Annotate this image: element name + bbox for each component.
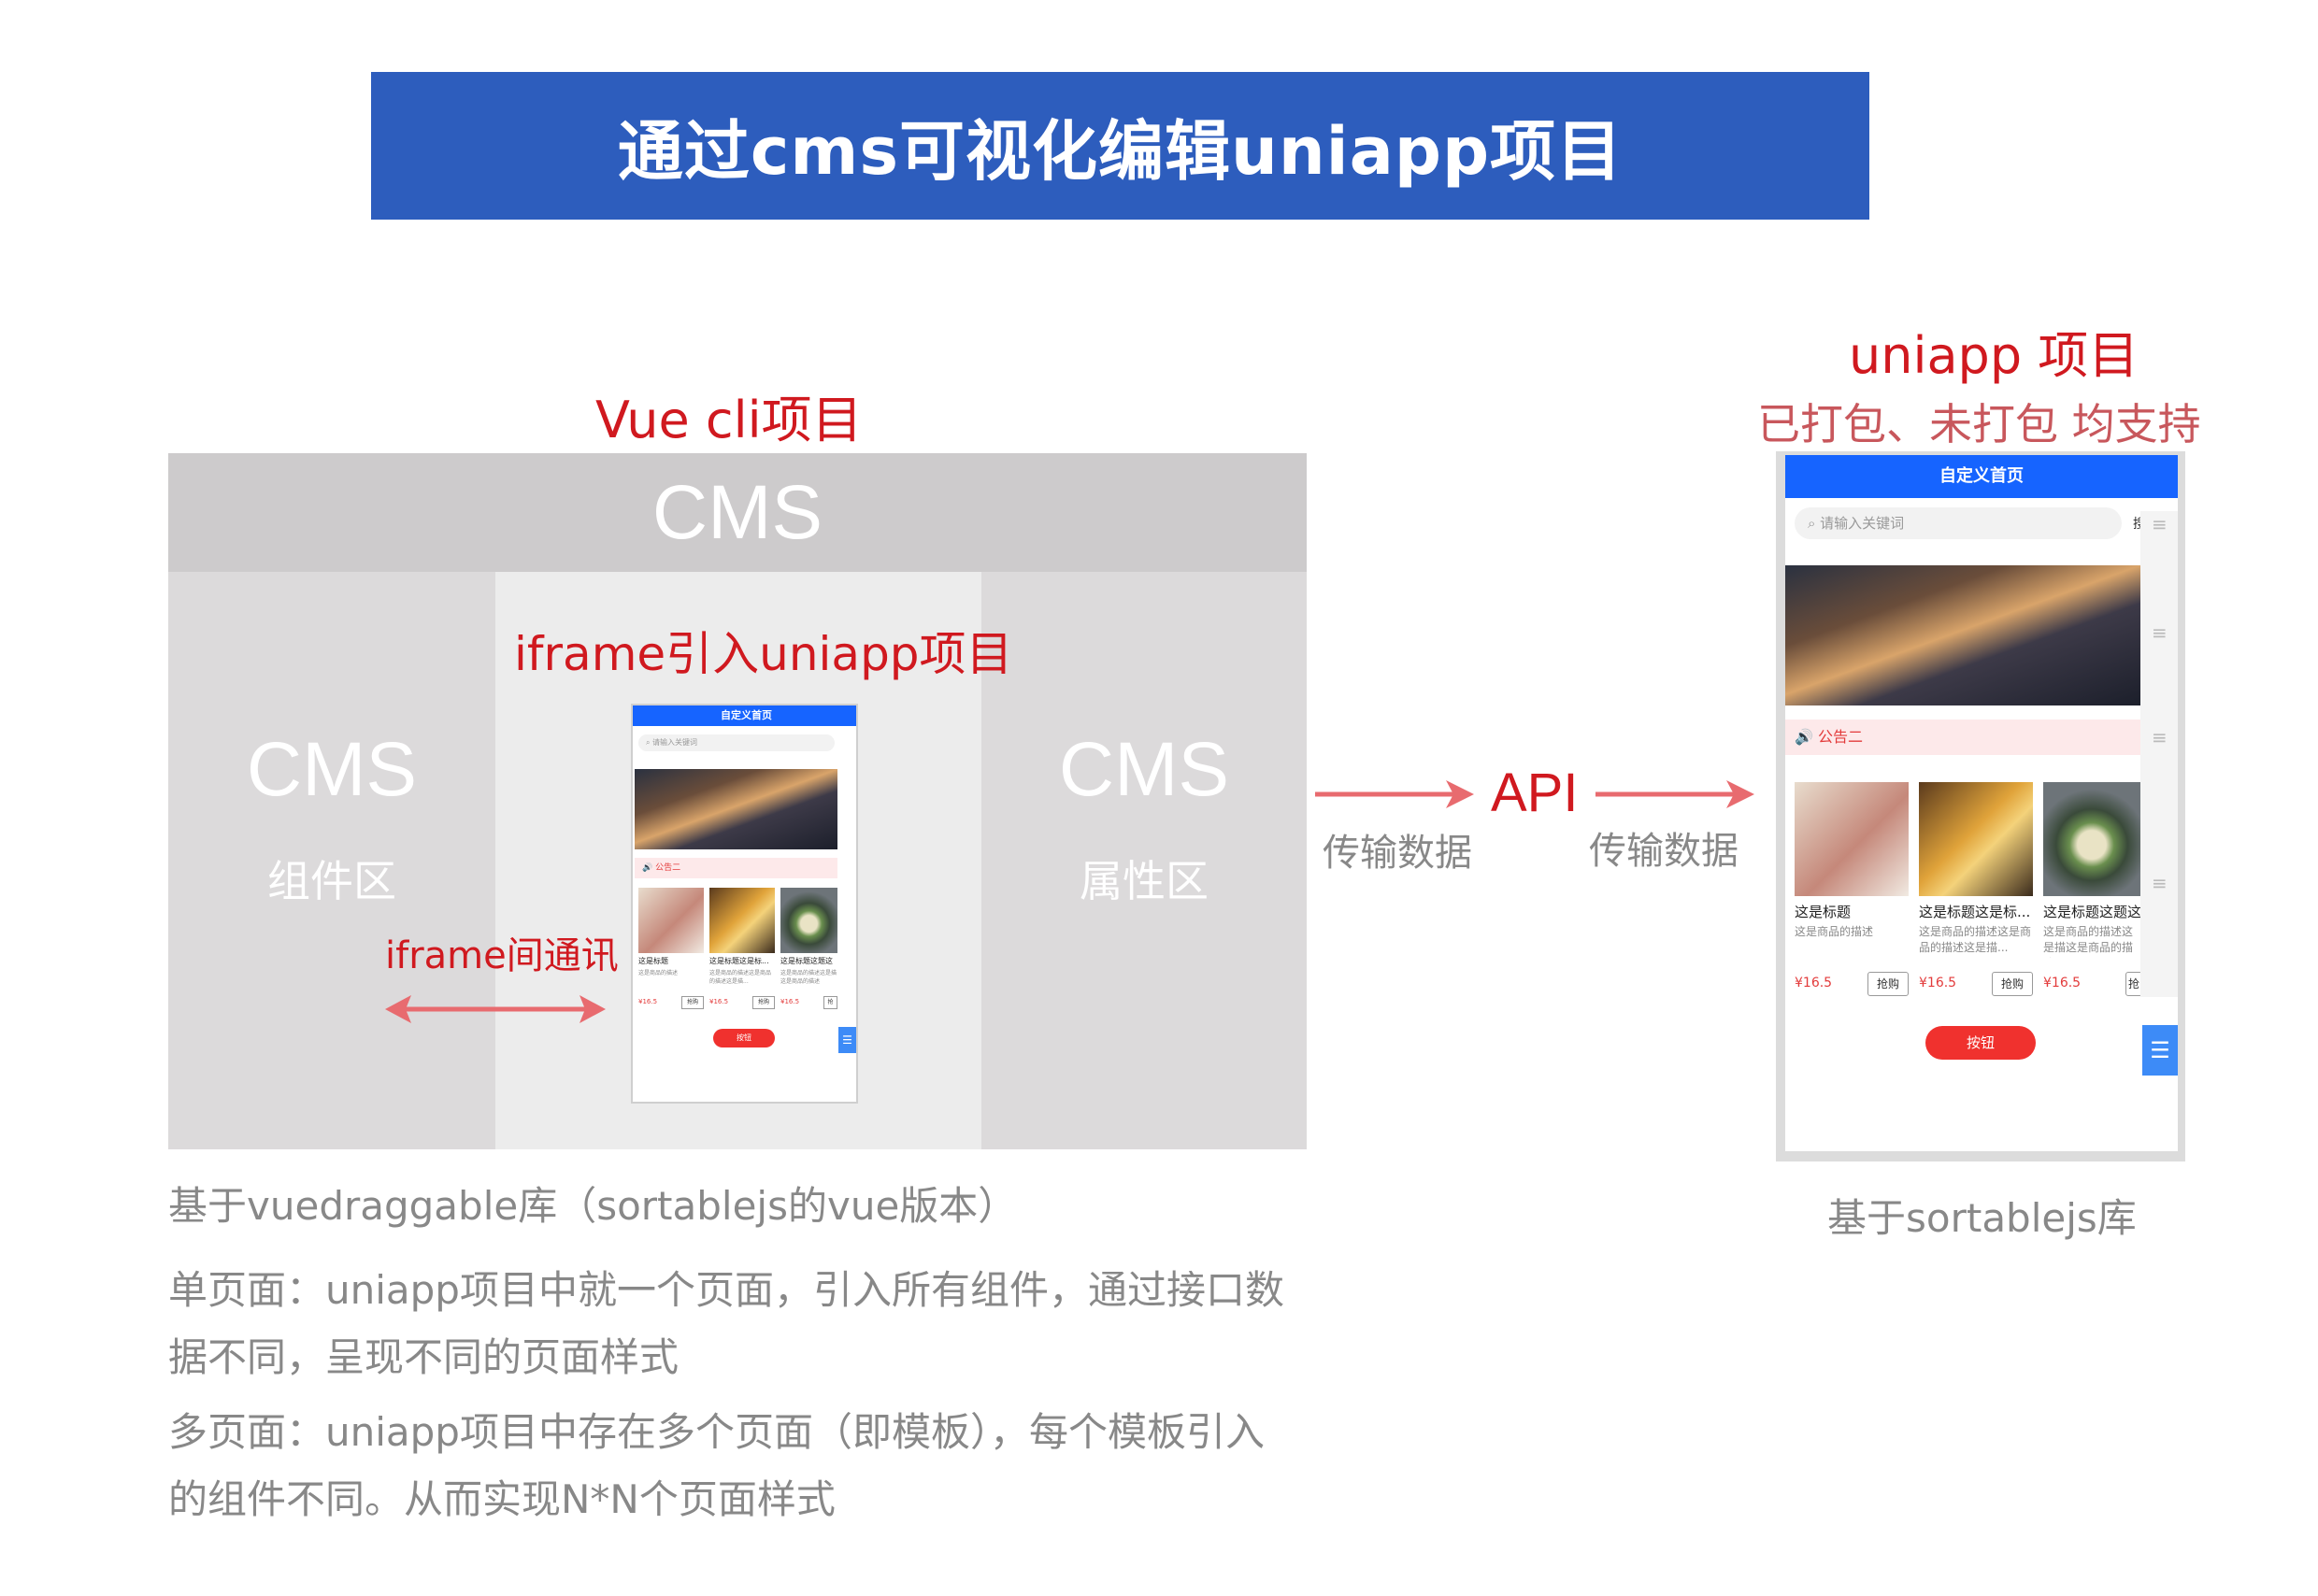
product-price: ¥16.5 <box>1795 976 1833 990</box>
action-button[interactable]: 按钮 <box>713 1029 775 1047</box>
notice-text: 公告二 <box>655 863 681 873</box>
product-title: 这是标题 <box>638 957 668 965</box>
product-image <box>780 888 837 953</box>
banner-image <box>1785 565 2140 705</box>
notice-text: 公告二 <box>1818 728 1864 746</box>
product-price: ¥16.5 <box>1919 976 1957 990</box>
cms-left-title: CMS <box>246 727 418 812</box>
phone-header: 自定义首页 <box>1785 455 2178 498</box>
notice-bar: 🔊 公告二 <box>1785 720 2140 755</box>
buy-button[interactable]: 抢购 <box>681 996 704 1009</box>
product-image <box>1919 782 2033 896</box>
drag-handle-icon[interactable]: ≡ <box>2152 726 2168 748</box>
drag-handle-icon[interactable]: ≡ <box>2152 621 2168 644</box>
product-price: ¥16.5 <box>638 998 658 1005</box>
transfer-data-label-right: 传输数据 <box>1589 830 1738 873</box>
product-title: 这是标题这是标... <box>709 957 769 965</box>
single-page-note: 单页面：uniapp项目中就一个页面，引入所有组件，通过接口数 <box>168 1267 1284 1313</box>
buy-button[interactable]: 抢 <box>823 996 837 1009</box>
title-banner: 通过cms可视化编辑uniapp项目 <box>371 72 1869 220</box>
cms-header: CMS <box>168 453 1307 572</box>
page-title: 通过cms可视化编辑uniapp项目 <box>617 112 1624 190</box>
menu-icon[interactable]: ☰ <box>838 1027 856 1053</box>
cms-header-text: CMS <box>651 469 823 555</box>
product-image <box>2043 782 2140 896</box>
product-title: 这是标题 <box>1795 904 1852 920</box>
uniapp-sublabel: 已打包、未打包 均支持 <box>1757 399 2201 449</box>
double-arrow-icon <box>385 995 606 1023</box>
menu-icon[interactable]: ☰ <box>2142 1025 2178 1076</box>
product-desc: 这是商品的描述这是商品的描述这是描... <box>1919 925 2032 954</box>
api-label: API <box>1491 762 1579 823</box>
product-desc: 这是商品的描述这是描这是商品的描述 <box>2043 925 2134 958</box>
product-title: 这是标题这题这 <box>780 957 833 965</box>
product-desc: 这是商品的描述 <box>638 970 679 976</box>
uniapp-footer: 基于sortablejs库 <box>1827 1195 2137 1241</box>
product-image <box>1795 782 1909 896</box>
transfer-data-label-left: 传输数据 <box>1323 832 1472 875</box>
product-price: ¥16.5 <box>2043 976 2082 990</box>
cms-property-zone: CMS 属性区 <box>981 572 1307 1149</box>
uniapp-label: uniapp 项目 <box>1849 326 2139 385</box>
buy-button[interactable]: 抢购 <box>752 996 775 1009</box>
buy-button[interactable]: 抢购 <box>1992 972 2033 996</box>
iframe-comm-label: iframe间通讯 <box>385 934 619 977</box>
product-price: ¥16.5 <box>780 998 800 1005</box>
product-desc: 这是商品的描述这是描这是商品的描述 <box>780 970 837 985</box>
product-price: ¥16.5 <box>709 998 729 1005</box>
multi-page-note: 多页面：uniapp项目中存在多个页面（即模板），每个模板引入 <box>168 1409 1265 1455</box>
iframe-phone-preview[interactable]: 自定义首页 ⌕ 请输入关键词 🔊 公告二 这是标题 这是标题这是标... 这是标… <box>631 704 858 1104</box>
product-desc: 这是商品的描述这是商品的描述这是描... <box>709 970 772 985</box>
product-image <box>709 888 775 953</box>
product-image <box>638 888 704 953</box>
banner-image <box>635 769 837 849</box>
cms-left-subtitle: 组件区 <box>267 856 396 906</box>
cms-right-subtitle: 属性区 <box>1080 856 1209 906</box>
arrow-right-icon <box>1315 780 1474 808</box>
cms-right-title: CMS <box>1058 727 1230 812</box>
search-input[interactable]: ⌕ 请输入关键词 <box>638 734 835 751</box>
multi-page-note-cont: 的组件不同。从而实现N*N个页面样式 <box>168 1476 836 1522</box>
single-page-note-cont: 据不同，呈现不同的页面样式 <box>168 1334 680 1380</box>
drag-handle-icon[interactable]: ≡ <box>2152 872 2168 894</box>
arrow-right-icon <box>1595 780 1754 808</box>
buy-button[interactable]: 抢购 <box>1867 972 1909 996</box>
phone-header: 自定义首页 <box>633 705 856 726</box>
iframe-label: iframe引入uniapp项目 <box>514 627 1013 681</box>
cms-component-zone: CMS 组件区 <box>168 572 495 1149</box>
product-title: 这是标题这题这 <box>2043 904 2140 920</box>
library-note: 基于vuedraggable库（sortablejs的vue版本） <box>168 1183 1018 1229</box>
search-placeholder: 请输入关键词 <box>1820 515 1905 532</box>
drag-handle-column[interactable] <box>2140 511 2178 997</box>
product-desc: 这是商品的描述 <box>1795 925 1874 938</box>
notice-bar: 🔊 公告二 <box>635 858 837 878</box>
uniapp-phone-preview[interactable]: 自定义首页 ⌕ 请输入关键词 搜 🔊 公告二 这是标题 这是标题这是标... 这… <box>1785 455 2178 1151</box>
search-input[interactable]: ⌕ 请输入关键词 <box>1795 507 2122 539</box>
product-title: 这是标题这是标... <box>1919 904 2031 920</box>
vue-cli-label: Vue cli项目 <box>595 391 863 449</box>
drag-handle-icon[interactable]: ≡ <box>2152 513 2168 535</box>
search-placeholder: 请输入关键词 <box>652 738 698 747</box>
action-button[interactable]: 按钮 <box>1925 1026 2036 1060</box>
